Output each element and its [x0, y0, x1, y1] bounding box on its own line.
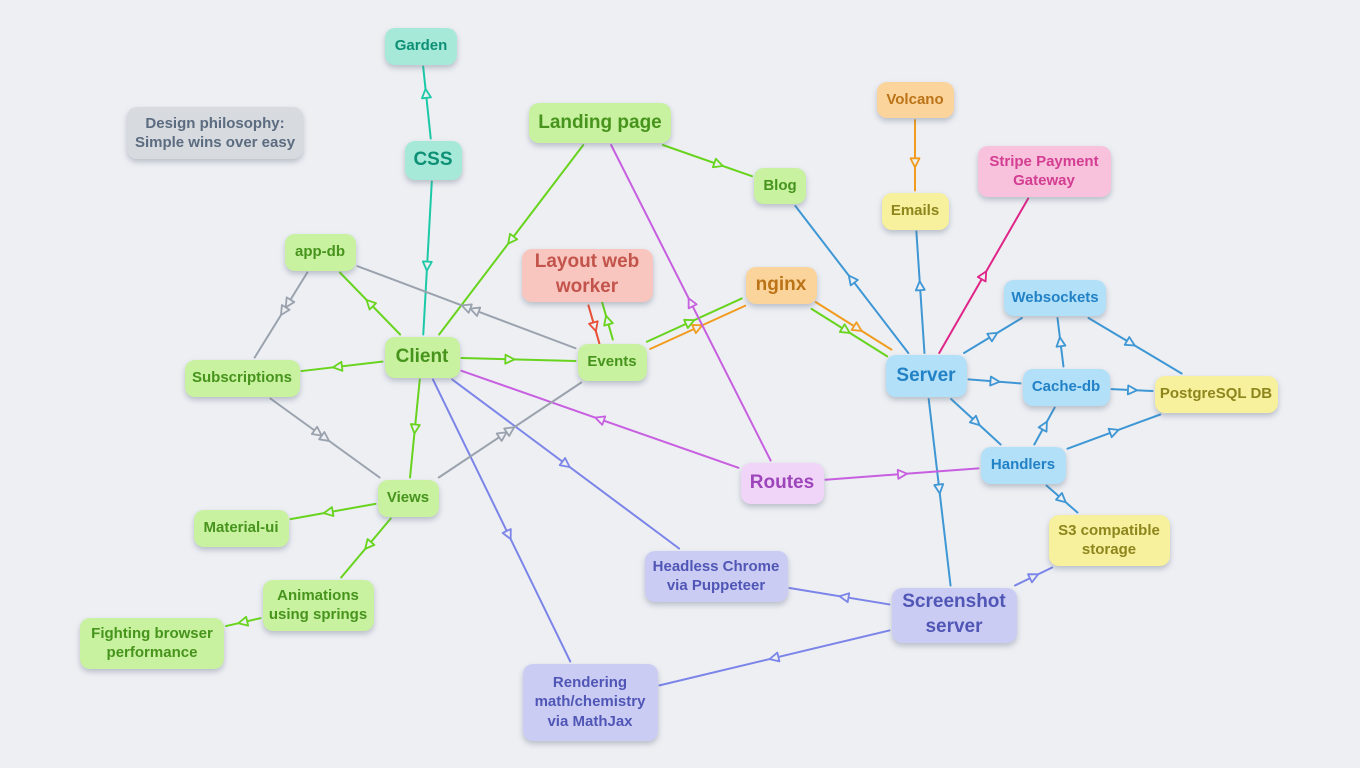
node-emails[interactable]: Emails — [881, 192, 949, 230]
edge-arrowhead — [558, 457, 571, 468]
edge-arrowhead — [986, 332, 999, 343]
node-app-db[interactable]: app-db — [284, 233, 356, 271]
node-blog[interactable]: Blog — [754, 168, 806, 204]
edge-arrowhead — [365, 299, 377, 311]
edge-arrowhead — [421, 87, 432, 100]
edge-arrowhead — [914, 280, 926, 292]
edge-arrowhead — [1027, 573, 1039, 584]
edge-arrowhead — [495, 431, 508, 442]
edge-arrowhead — [711, 157, 724, 169]
node-handlers[interactable]: Handlers — [980, 446, 1066, 484]
node-css[interactable]: CSS — [404, 140, 462, 180]
edge-arrowhead — [838, 323, 851, 334]
node-subscriptions[interactable]: Subscriptions — [184, 359, 300, 397]
edge-client-rendering — [431, 378, 572, 663]
edge-server-emails — [915, 230, 926, 354]
edge-arrowhead — [687, 297, 698, 310]
edge-arrowhead — [691, 324, 704, 335]
edge-arrowhead — [909, 157, 921, 169]
edge-arrowhead — [284, 296, 296, 309]
node-cache-db[interactable]: Cache-db — [1022, 368, 1110, 406]
edge-arrowhead — [968, 414, 981, 427]
edge-arrowhead — [409, 423, 421, 435]
node-websockets[interactable]: Websockets — [1004, 280, 1106, 316]
node-screenshot-server[interactable]: Screenshot server — [891, 587, 1017, 643]
edge-arrowhead — [976, 270, 988, 283]
edge-arrowhead — [504, 353, 516, 365]
node-animations[interactable]: Animations using springs — [262, 579, 374, 631]
edge-arrowhead — [421, 260, 433, 272]
edge-arrowhead — [507, 232, 519, 245]
edge-arrowhead — [1055, 336, 1067, 348]
edge-arrowhead — [364, 538, 376, 550]
edge-arrowhead — [1123, 336, 1136, 347]
edge-arrowhead — [768, 651, 781, 663]
edge-arrowhead — [1055, 492, 1067, 504]
edge-css-client — [422, 180, 433, 336]
node-s3[interactable]: S3 compatible storage — [1048, 514, 1170, 566]
edge-arrowhead — [310, 425, 323, 437]
node-stripe[interactable]: Stripe Payment Gateway — [977, 145, 1111, 197]
edge-arrowhead — [588, 320, 599, 333]
node-volcano[interactable]: Volcano — [876, 82, 954, 118]
edge-arrowhead — [683, 318, 696, 329]
edge-arrowhead — [989, 375, 1001, 387]
node-headless[interactable]: Headless Chrome via Puppeteer — [644, 550, 788, 602]
edge-landing-page-blog — [661, 144, 753, 178]
edge-arrowhead — [933, 483, 945, 495]
edge-arrowhead — [594, 415, 607, 426]
node-rendering[interactable]: Rendering math/chemistry via MathJax — [522, 663, 658, 741]
edge-client-events — [460, 357, 577, 363]
edge-arrowhead — [847, 274, 859, 287]
node-events[interactable]: Events — [577, 343, 647, 381]
node-postgresql[interactable]: PostgreSQL DB — [1154, 375, 1278, 413]
edge-arrowhead — [469, 306, 482, 317]
edge-arrowhead — [1107, 427, 1120, 439]
edge-arrowhead — [1126, 384, 1138, 396]
node-landing-page[interactable]: Landing page — [529, 103, 671, 143]
edge-arrowhead — [501, 528, 512, 540]
edge-arrowhead — [1037, 420, 1048, 433]
node-nginx[interactable]: nginx — [745, 266, 817, 304]
node-fighting[interactable]: Fighting browser performance — [80, 617, 224, 669]
edge-arrowhead — [322, 506, 335, 517]
edge-css-garden — [422, 65, 432, 140]
edge-arrowhead — [237, 615, 250, 627]
edge-arrowhead — [850, 321, 863, 332]
edge-arrowhead — [603, 314, 614, 327]
node-material-ui[interactable]: Material-ui — [193, 509, 289, 547]
node-layout-web-worker[interactable]: Layout web worker — [521, 248, 653, 302]
node-views[interactable]: Views — [377, 479, 439, 517]
edge-arrowhead — [332, 360, 344, 372]
edge-arrowhead — [838, 592, 851, 604]
node-design-philosophy[interactable]: Design philosophy: Simple wins over easy — [127, 107, 303, 159]
node-server[interactable]: Server — [885, 355, 967, 397]
node-garden[interactable]: Garden — [385, 27, 457, 65]
edge-arrowhead — [896, 468, 908, 480]
node-client[interactable]: Client — [384, 336, 460, 378]
node-routes[interactable]: Routes — [740, 462, 824, 504]
